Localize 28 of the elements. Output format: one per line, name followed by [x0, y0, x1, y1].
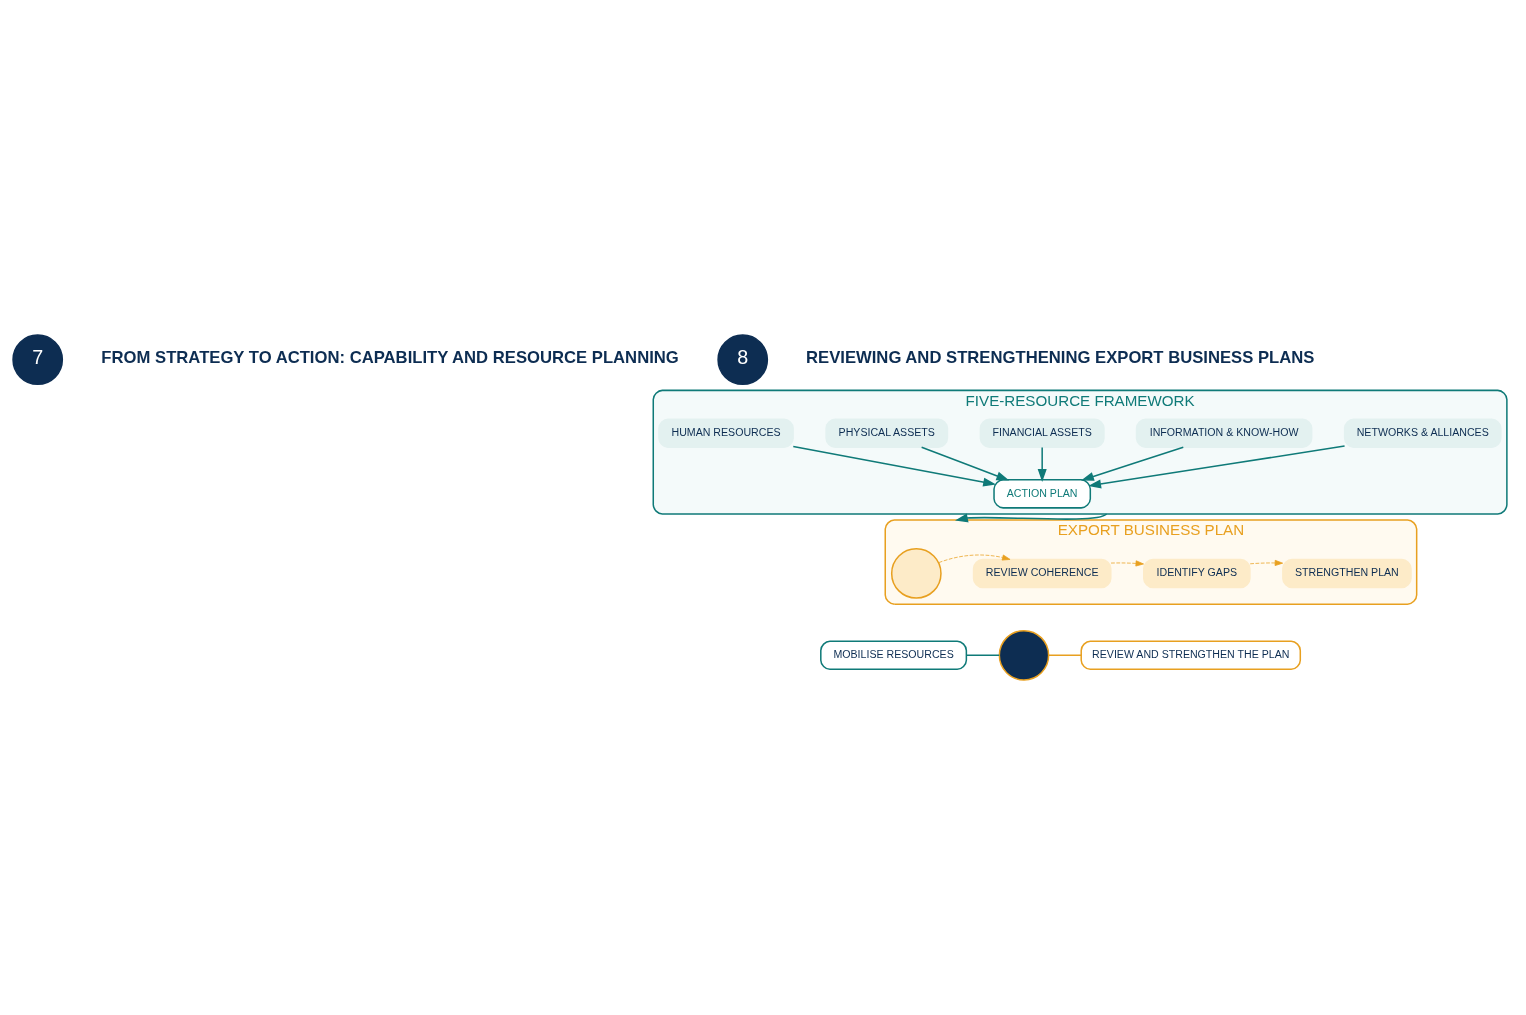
node-label: FROM STRATEGY TO ACTION: CAPABILITY AND RESOURCE PLANNING — [101, 348, 679, 368]
node-box: FINANCIAL ASSETS — [979, 418, 1105, 448]
arrow — [938, 554, 1011, 564]
connector — [965, 654, 1000, 657]
arrow — [792, 445, 997, 487]
node-box: STRENGTHEN PLAN — [1282, 558, 1412, 589]
node-circle — [890, 548, 942, 599]
node-box: IDENTIFY GAPS — [1143, 558, 1251, 589]
node-box: MOBILISE RESOURCES — [820, 640, 968, 671]
arrow — [1249, 559, 1284, 566]
node-circle — [998, 629, 1050, 681]
arrow — [1110, 560, 1144, 567]
node-box: HUMAN RESOURCES — [658, 418, 794, 448]
node-circle: 8 — [717, 334, 769, 386]
connector — [1048, 654, 1082, 657]
node-box: NETWORKS & ALLIANCES — [1343, 418, 1502, 448]
node-box: PHYSICAL ASSETS — [825, 418, 949, 448]
arrow — [1088, 445, 1346, 489]
node-label: REVIEWING AND STRENGTHENING EXPORT BUSINESS PLANS — [806, 348, 1315, 368]
node-box: ACTION PLAN — [993, 479, 1092, 509]
arrow — [1081, 446, 1185, 481]
node-box: REVIEW COHERENCE — [972, 558, 1112, 589]
node-circle: 7 — [12, 334, 64, 386]
arrow — [920, 446, 1010, 481]
node-box: REVIEW AND STRENGTHEN THE PLAN — [1080, 640, 1302, 671]
arrow — [1037, 446, 1047, 483]
arrow — [955, 513, 1108, 523]
node-box: INFORMATION & KNOW-HOW — [1135, 418, 1313, 448]
